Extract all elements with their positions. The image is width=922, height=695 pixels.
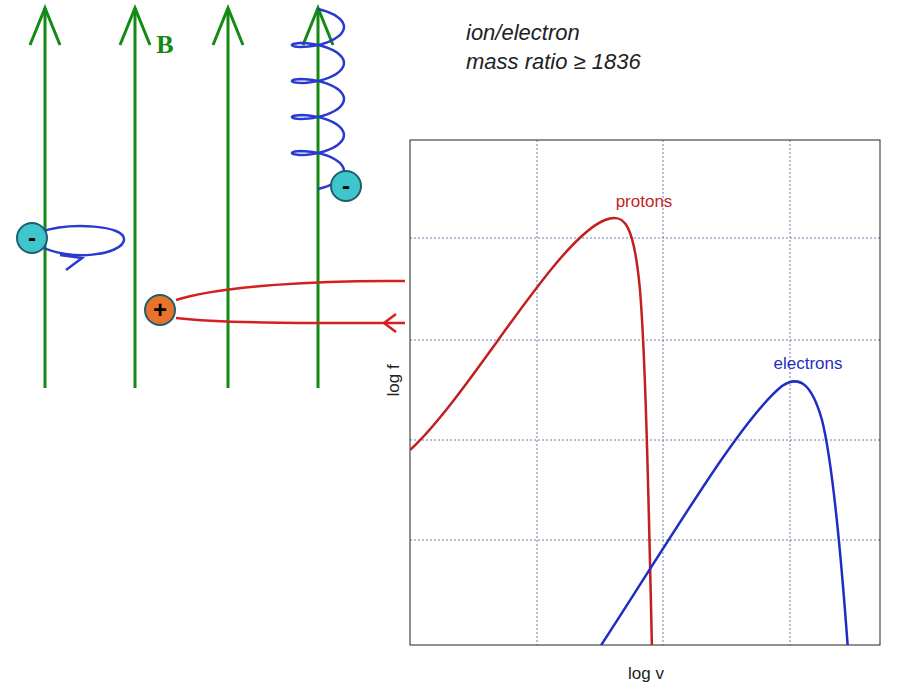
gyration-orbit [40,226,124,270]
electron-curve [598,381,848,645]
proton-orbit [176,281,405,332]
note-text: ion/electron [466,21,580,45]
curve-label: electrons [774,355,843,374]
field-label: B [156,31,173,60]
curve-label: protons [616,193,673,212]
charge-particle: - [330,170,362,202]
proton-curve [410,218,652,645]
charge-sign: + [153,298,167,322]
helix-path [292,9,344,189]
note-text: mass ratio ≥ 1836 [466,50,641,74]
axis-label: log f [385,364,404,396]
charge-sign: - [28,226,36,250]
charge-sign: - [342,174,350,198]
charge-particle: + [144,294,176,326]
charge-particle: - [16,222,48,254]
field-lines [30,8,333,388]
axis-label: log v [628,665,664,684]
